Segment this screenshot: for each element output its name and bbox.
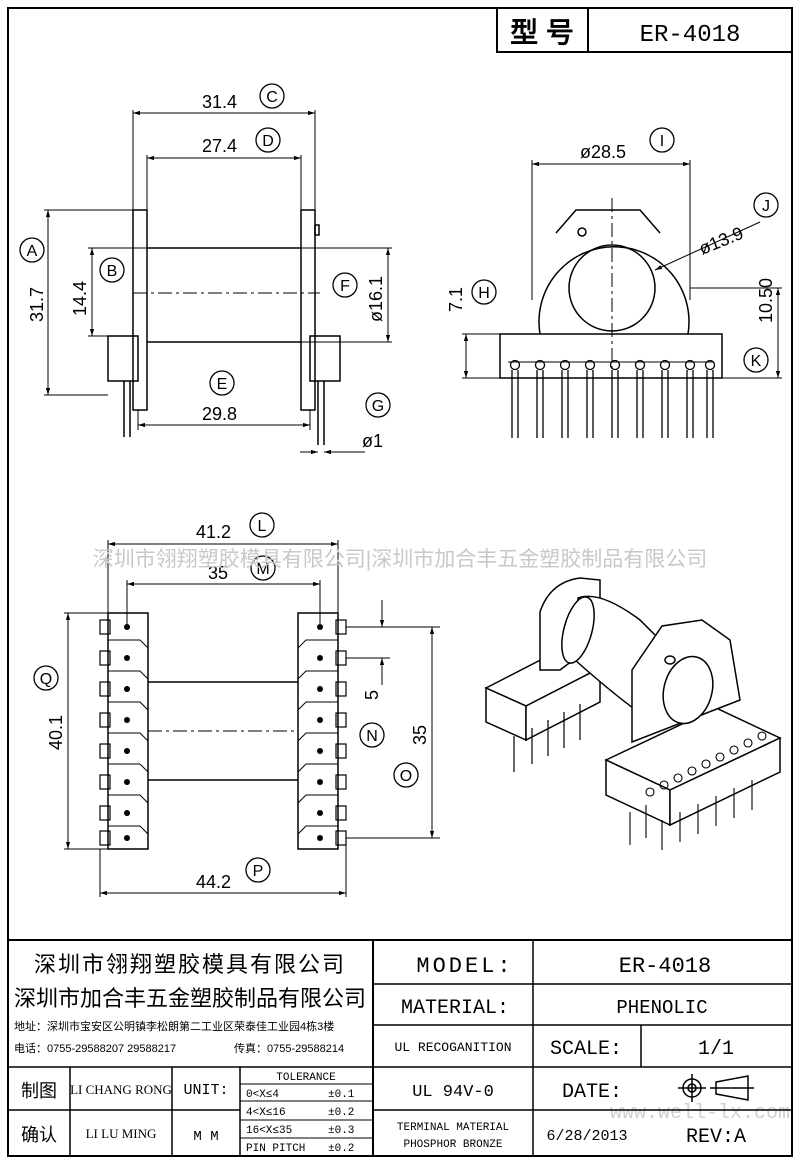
side-view-labels: 31.4 C 27.4 D A 31.7 B 14.4 F ø16.1 E 29…: [19, 83, 391, 451]
model-label: MODEL:: [416, 954, 513, 979]
title-block: [8, 939, 792, 1156]
unit-value: M M: [193, 1129, 218, 1145]
dim-m-letter: M: [256, 561, 269, 578]
tol-2-value: ±0.2: [328, 1107, 354, 1119]
terminal-material-1: TERMINAL MATERIAL: [397, 1122, 509, 1134]
dim-k-letter: K: [751, 353, 762, 370]
watermark-text: 深圳市翎翔塑胶模具有限公司|深圳市加合丰五金塑胶制品有限公司: [93, 548, 707, 571]
tol-2-range: 4<X≤16: [246, 1107, 286, 1119]
dim-m-value: 35: [208, 563, 228, 583]
company-address: 地址：深圳市宝安区公明镇李松朗第二工业区荣泰佳工业园4栋3楼: [14, 1019, 334, 1033]
isometric-view: [484, 577, 782, 850]
projection-symbol-icon: [678, 1074, 754, 1102]
dim-p-value: 44.2: [196, 872, 231, 892]
tol-1-range: 0<X≤4: [246, 1089, 279, 1101]
dim-a-letter: A: [27, 243, 38, 260]
bottom-view-labels: 41.2 L 35 M Q 40.1 5 N 35 O 44.2 P: [33, 512, 430, 892]
ul-value: UL 94V-0: [412, 1083, 494, 1102]
check-label: 确认: [21, 1125, 57, 1145]
material-value: PHENOLIC: [616, 997, 707, 1019]
dim-l-value: 41.2: [196, 522, 231, 542]
tolerance-title: TOLERANCE: [276, 1072, 336, 1084]
material-label: MATERIAL:: [401, 997, 509, 1020]
company-fax: 传真：0755-29588214: [234, 1041, 344, 1055]
scale-value: 1/1: [698, 1038, 734, 1061]
dim-k-value: 10.50: [756, 278, 776, 323]
header-label: 型 号: [510, 17, 574, 48]
dim-d-value: 27.4: [202, 136, 237, 156]
dim-l-letter: L: [258, 518, 267, 535]
dim-i-value: ø28.5: [580, 142, 626, 162]
dim-n-value: 5: [362, 690, 382, 700]
front-view: [499, 198, 723, 438]
dim-c-letter: C: [266, 89, 278, 106]
dim-h-letter: H: [478, 285, 490, 302]
ul-label: UL RECOGANITION: [394, 1040, 511, 1055]
watermark-url: www.well-lx.com: [610, 1102, 790, 1125]
front-view-dims: [462, 160, 782, 379]
title-block-text: 深圳市翎翔塑胶模具有限公司 深圳市加合丰五金塑胶制品有限公司 地址：深圳市宝安区…: [14, 952, 746, 1155]
dim-j-letter: J: [762, 198, 770, 215]
tol-1-value: ±0.1: [328, 1089, 355, 1101]
dim-e-value: 29.8: [202, 404, 237, 424]
dim-c-value: 31.4: [202, 92, 237, 112]
dim-i-letter: I: [660, 133, 664, 150]
dim-g-value: ø1: [362, 431, 383, 451]
company-phone: 电话：0755-29588207 29588217: [14, 1042, 176, 1055]
terminal-material-2: PHOSPHOR BRONZE: [403, 1139, 502, 1151]
dim-d-letter: D: [262, 133, 274, 150]
drawn-name: LI CHANG RONG: [70, 1082, 172, 1097]
dim-q-value: 40.1: [46, 715, 66, 750]
header-model: ER-4018: [640, 22, 741, 49]
dim-o-letter: O: [400, 768, 412, 785]
check-name: LI LU MING: [86, 1126, 157, 1141]
tol-3-value: ±0.3: [328, 1125, 354, 1137]
dim-p-letter: P: [253, 863, 264, 880]
dim-a-value: 31.7: [27, 287, 47, 322]
dim-f-letter: F: [340, 278, 350, 295]
dim-q-letter: Q: [40, 671, 52, 688]
scale-label: SCALE:: [550, 1038, 622, 1061]
dim-h-value: 7.1: [446, 287, 466, 312]
side-view-dims: [44, 110, 392, 455]
dim-f-value: ø16.1: [366, 276, 386, 322]
side-view: [107, 209, 341, 445]
dim-j-value: ø13.9: [696, 223, 746, 259]
dim-b-letter: B: [107, 263, 118, 280]
model-value: ER-4018: [619, 954, 711, 979]
dim-n-letter: N: [366, 728, 378, 745]
tol-4-value: ±0.2: [328, 1143, 354, 1155]
tol-3-range: 16<X≤35: [246, 1125, 292, 1137]
dim-e-letter: E: [217, 376, 228, 393]
header-box: 型 号 ER-4018: [496, 7, 793, 53]
drawn-label: 制图: [21, 1081, 57, 1101]
tol-4-range: PIN PITCH: [246, 1143, 305, 1155]
dim-g-letter: G: [372, 398, 384, 415]
dim-o-value: 35: [410, 725, 430, 745]
rev-label: REV:A: [686, 1126, 746, 1149]
bottom-view-dims: [64, 540, 440, 897]
dim-b-value: 14.4: [70, 281, 90, 316]
bottom-view: [99, 612, 347, 850]
unit-label: UNIT:: [183, 1082, 228, 1099]
date-value: 6/28/2013: [546, 1128, 627, 1145]
company-name-1: 深圳市翎翔塑胶模具有限公司: [34, 952, 346, 977]
sheet-border: [7, 7, 793, 1157]
company-name-2: 深圳市加合丰五金塑胶制品有限公司: [14, 986, 366, 1011]
date-label: DATE:: [562, 1081, 622, 1104]
